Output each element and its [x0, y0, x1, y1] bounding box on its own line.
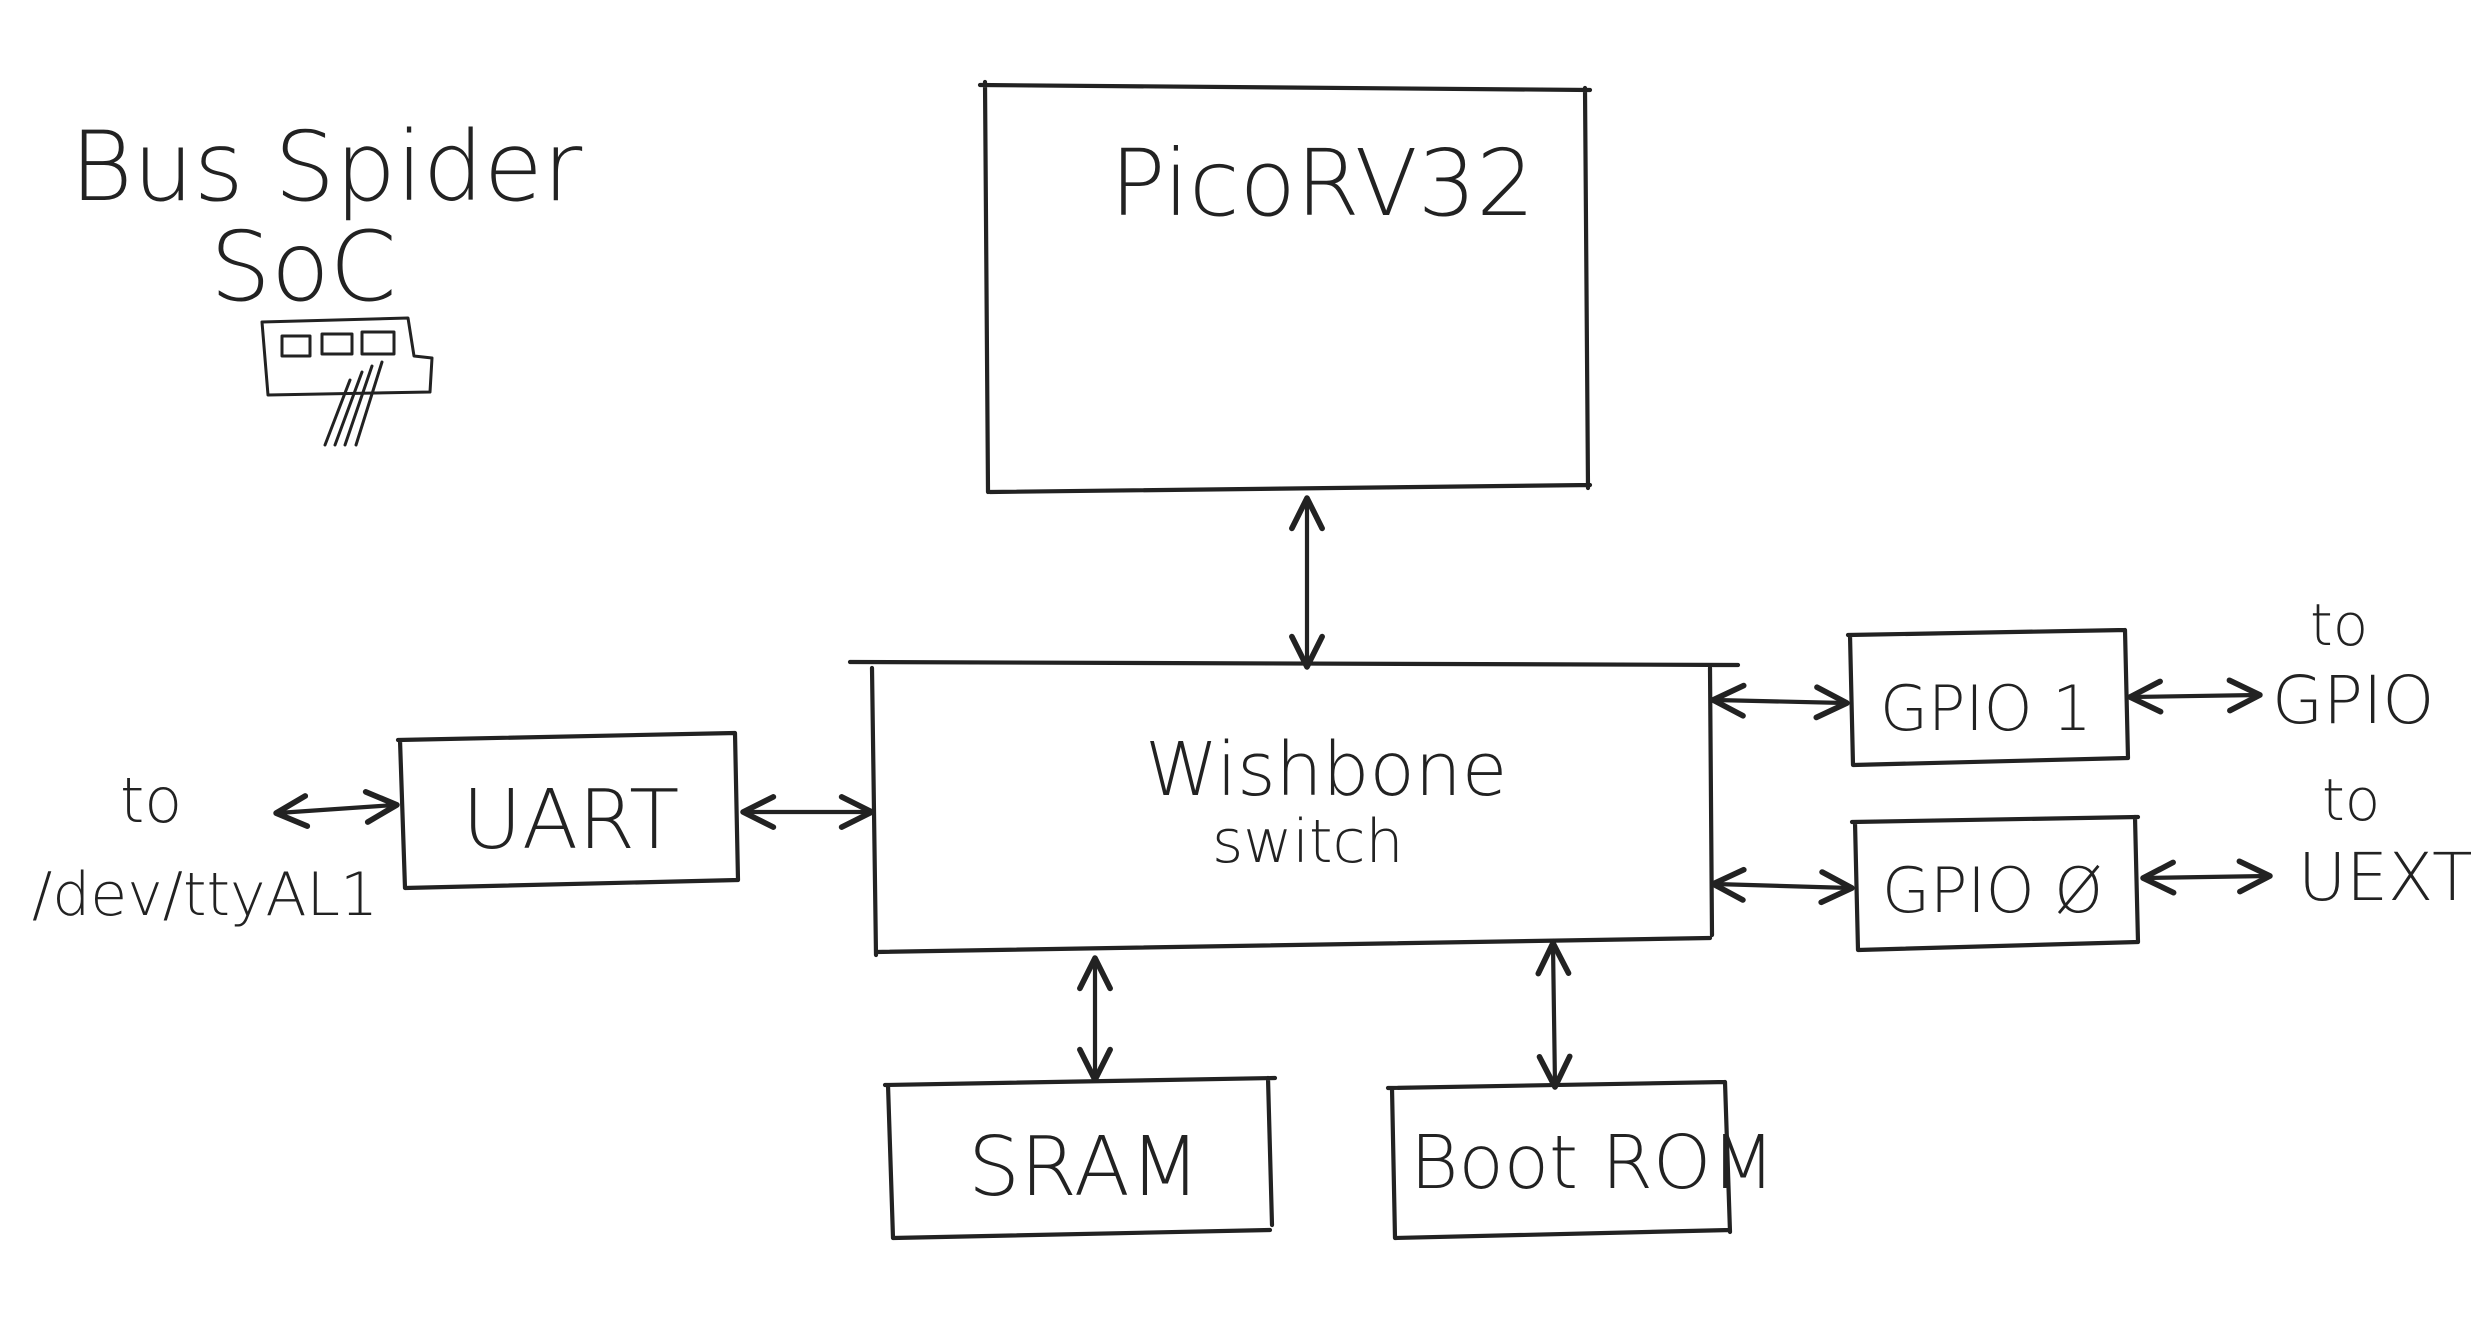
- wishbone-switch-block: Wishbone switch: [847, 659, 1741, 958]
- gpio0-external-target: UEXT: [2298, 839, 2472, 916]
- uart-external-target: /dev/ttyAL1: [32, 860, 378, 930]
- gpio0-external-arrow: [2140, 858, 2273, 896]
- diagram-title-line2: SoC: [210, 211, 397, 323]
- chip-icon: [260, 316, 434, 447]
- switch-bootrom-arrow: [1535, 940, 1573, 1090]
- uart-external-to: to: [120, 764, 182, 837]
- gpio0-label: GPIO Ø: [1882, 854, 2103, 927]
- gpio0-external-to: to: [2322, 766, 2380, 834]
- switch-gpio1-arrow: [1710, 682, 1850, 721]
- cpu-label: PicoRV32: [1110, 130, 1535, 237]
- diagram-title-line1: Bus Spider: [70, 111, 583, 223]
- sram-label: SRAM: [968, 1120, 1201, 1215]
- uart-block: UART: [395, 730, 741, 891]
- gpio1-external-arrow: [2127, 677, 2263, 715]
- external-uart-arrow: [273, 789, 400, 829]
- switch-gpio0-arrow: [1710, 866, 1855, 906]
- bootrom-label: Boot ROM: [1410, 1120, 1775, 1206]
- cpu-block: PicoRV32: [977, 79, 1593, 495]
- gpio1-external-to: to: [2310, 591, 2368, 659]
- uart-label: UART: [462, 773, 679, 868]
- gpio1-label: GPIO 1: [1880, 672, 2092, 745]
- switch-label-line2: switch: [1212, 807, 1404, 877]
- bootrom-block: Boot ROM: [1385, 1079, 1775, 1241]
- gpio0-block: GPIO Ø: [1849, 814, 2141, 953]
- sram-block: SRAM: [882, 1075, 1278, 1241]
- gpio1-block: GPIO 1: [1845, 627, 2131, 768]
- switch-label-line1: Wishbone: [1145, 727, 1507, 813]
- gpio1-external-target: GPIO: [2272, 662, 2434, 739]
